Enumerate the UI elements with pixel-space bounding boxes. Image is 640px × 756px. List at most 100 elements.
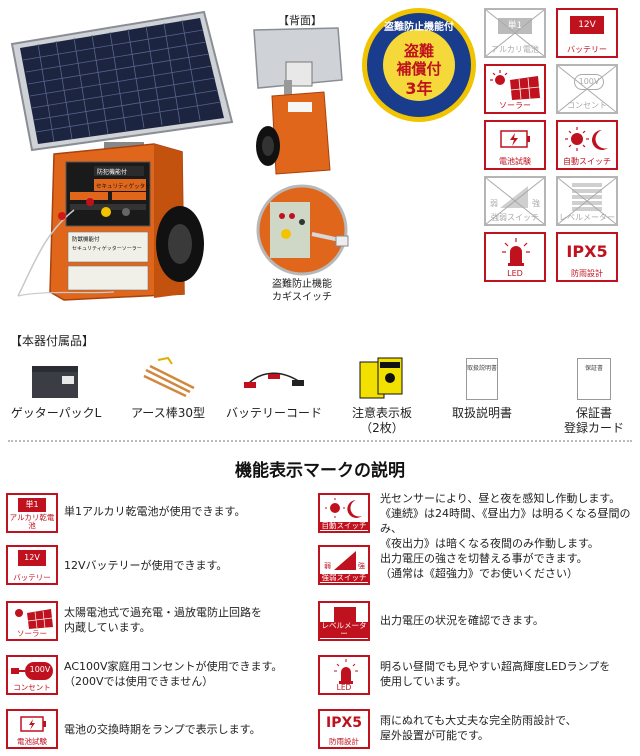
legend-battery-test-text: 電池の交換時期をランプで表示します。 (64, 722, 261, 737)
legend-battery-label: バッテリー (13, 573, 51, 582)
body-name-text: セキュリティゲッターソーラー (72, 245, 142, 252)
legend-strength-strong: 強 (358, 562, 365, 570)
legend-alkaline-badge: 単1 (18, 498, 46, 512)
feature-strength-weak: 弱 (490, 199, 498, 208)
accessory-warning-sign: 注意表示板 （2枚） (330, 352, 434, 436)
seal-line2: 盗難 (404, 42, 434, 60)
seal-line3: 補償付 (395, 60, 441, 78)
legend-outlet-label: コンセント (13, 683, 51, 692)
legend-level-meter-line1: 出力電圧の状況を確認できます。 (380, 614, 544, 627)
legend-strength-switch-icon: 弱 強 強弱スイッチ (318, 545, 370, 585)
feature-rainproof-icon: IPX5 防雨設計 (556, 232, 618, 282)
feature-rainproof-badge: IPX5 (566, 242, 608, 261)
legend-auto-switch-icon: 自動スイッチ (318, 493, 370, 533)
feature-led-label: LED (507, 269, 523, 278)
legend-auto-switch-line3: 《夜出力》は暗くなる夜間のみ作動します。 (380, 537, 599, 550)
accessory-earth-rod: アース棒30型 (116, 352, 220, 421)
accessory-warranty-name: 保証書 (575, 406, 612, 420)
legend-battery-icon: 12V バッテリー (6, 545, 58, 585)
feature-strength-switch-label: 強弱スイッチ (491, 213, 539, 222)
body-tag-text: 防獣機能付 (72, 235, 100, 243)
key-switch-image (246, 182, 356, 312)
legend-battery-line1: 12Vバッテリーが使用できます。 (64, 559, 228, 572)
legend-auto-switch-line1: 光センサーにより、昼と夜を感知し作動します。 (380, 492, 621, 505)
feature-battery-icon: 12V バッテリー (556, 8, 618, 58)
section-divider (8, 440, 632, 442)
legend-led-line1: 明るい昼間でも見やすい超高輝度LEDランプを (380, 660, 611, 673)
back-view-image (246, 10, 354, 180)
legend-solar-icon: ソーラー (6, 601, 58, 641)
legend-level-meter-label: レベルメーター (320, 621, 368, 638)
feature-outlet-label: コンセント (567, 101, 607, 110)
feature-battery-badge: 12V (570, 16, 604, 34)
seal-arc-text: 盗難防止機能付 (384, 20, 454, 33)
legend-solar-text: 太陽電池式で過充電・過放電防止回路を 内蔵しています。 (64, 605, 262, 635)
feature-led-icon: LED (484, 232, 546, 282)
warranty-doc-text: 保証書 (577, 358, 611, 400)
feature-alkaline-badge: 単1 (498, 18, 532, 34)
legend-alkaline-icon: 単1 アルカリ乾電池 (6, 493, 58, 533)
legend-led-line2: 使用しています。 (380, 675, 467, 688)
panel-top-text: 防犯機能付 (97, 168, 127, 176)
feature-alkaline-label: アルカリ電池 (491, 45, 539, 54)
feature-auto-switch-label: 自動スイッチ (563, 157, 611, 166)
legend-strength-switch-label: 強弱スイッチ (320, 573, 368, 582)
legend-alkaline-label: アルカリ乾電池 (9, 513, 55, 530)
feature-level-meter-label: レベルメーター (559, 213, 615, 222)
key-caption-line1: 盗難防止機能 (272, 279, 332, 290)
legend-battery-badge: 12V (18, 550, 46, 566)
legend-alkaline-line1: 単1アルカリ乾電池が使用できます。 (64, 505, 246, 518)
legend-solar-line2: 内蔵しています。 (64, 621, 151, 634)
accessory-manual: 取扱説明書 取扱説明書 (436, 352, 528, 421)
panel-name-text: セキュリティゲッター (96, 182, 151, 190)
legend-battery-test-label: 電池試験 (17, 737, 47, 746)
feature-outlet-badge: 100V (574, 74, 604, 90)
legend-auto-switch-label: 自動スイッチ (320, 521, 368, 530)
feature-auto-switch-icon: 自動スイッチ (556, 120, 618, 170)
legend-strength-weak: 弱 (324, 562, 331, 570)
feature-battery-label: バッテリー (567, 45, 607, 54)
feature-outlet-icon: 100V コンセント (556, 64, 618, 114)
accessory-warning-sign-sub: （2枚） (360, 421, 404, 435)
feature-strength-switch-icon: 弱 強 強弱スイッチ (484, 176, 546, 226)
accessory-getter-pack: ゲッターパックL (4, 352, 108, 421)
accessories-title: 【本器付属品】 (10, 334, 95, 348)
feature-strength-strong: 強 (532, 199, 540, 208)
feature-solar-icon: ソーラー (484, 64, 546, 114)
legend-outlet-line1: AC100V家庭用コンセントが使用できます。 (64, 660, 283, 673)
manual-doc-text: 取扱説明書 (466, 358, 498, 400)
theft-warranty-seal: 盗難防止機能付 盗難 補償付 3年 (360, 6, 478, 124)
accessory-warning-sign-name: 注意表示板 (351, 406, 412, 420)
legend-level-meter-text: 出力電圧の状況を確認できます。 (380, 613, 544, 628)
feature-battery-test-icon: 電池試験 (484, 120, 546, 170)
accessory-battery-cord-name: バッテリーコード (225, 406, 322, 420)
legend-outlet-badge: 100V (29, 665, 51, 674)
legend-outlet-text: AC100V家庭用コンセントが使用できます。 （200Vでは使用できません） (64, 659, 282, 689)
legend-led-text: 明るい昼間でも見やすい超高輝度LEDランプを 使用しています。 (380, 659, 610, 689)
legend-battery-text: 12Vバッテリーが使用できます。 (64, 558, 227, 573)
legend-alkaline-text: 単1アルカリ乾電池が使用できます。 (64, 504, 245, 519)
accessory-battery-cord: バッテリーコード (222, 352, 326, 421)
legend-rainproof-label: 防雨設計 (329, 737, 359, 746)
feature-battery-test-label: 電池試験 (499, 157, 531, 166)
product-main-image: 防犯機能付 セキュリティゲッター 防獣機能付 セキュリティゲッターソーラー (4, 4, 240, 304)
legend-battery-test-line1: 電池の交換時期をランプで表示します。 (64, 723, 261, 736)
accessory-warranty: 保証書 保証書 登録カード (548, 352, 640, 436)
legend-battery-test-icon: 電池試験 (6, 709, 58, 749)
legend-auto-switch-line2: 《連続》は24時間、《昼出力》は明るくなる昼間のみ、 (380, 507, 631, 535)
legend-led-icon: LED (318, 655, 370, 695)
legend-rainproof-icon: IPX5 防雨設計 (318, 709, 370, 749)
legend-rainproof-line2: 屋外設置が可能です。 (380, 729, 489, 742)
legend-rainproof-text: 雨にぬれても大丈夫な完全防雨設計で、 屋外設置が可能です。 (380, 713, 577, 743)
key-caption-line2: カギスイッチ (272, 292, 332, 303)
accessory-warranty-sub: 登録カード (563, 421, 624, 435)
legend-rainproof-badge: IPX5 (325, 715, 362, 731)
legend-strength-switch-text: 出力電圧の強さを切替える事ができます。 （通常は《超強力》でお使いください） (380, 551, 588, 581)
feature-alkaline-icon: 単1 アルカリ電池 (484, 8, 546, 58)
accessory-manual-name: 取扱説明書 (451, 406, 512, 420)
legend-rainproof-line1: 雨にぬれても大丈夫な完全防雨設計で、 (380, 714, 577, 727)
seal-line4: 3年 (405, 79, 432, 98)
legend-auto-switch-text: 光センサーにより、昼と夜を感知し作動します。 《連続》は24時間、《昼出力》は明… (380, 491, 640, 551)
feature-rainproof-label: 防雨設計 (571, 269, 603, 278)
section-title: 機能表示マークの説明 (235, 461, 405, 481)
